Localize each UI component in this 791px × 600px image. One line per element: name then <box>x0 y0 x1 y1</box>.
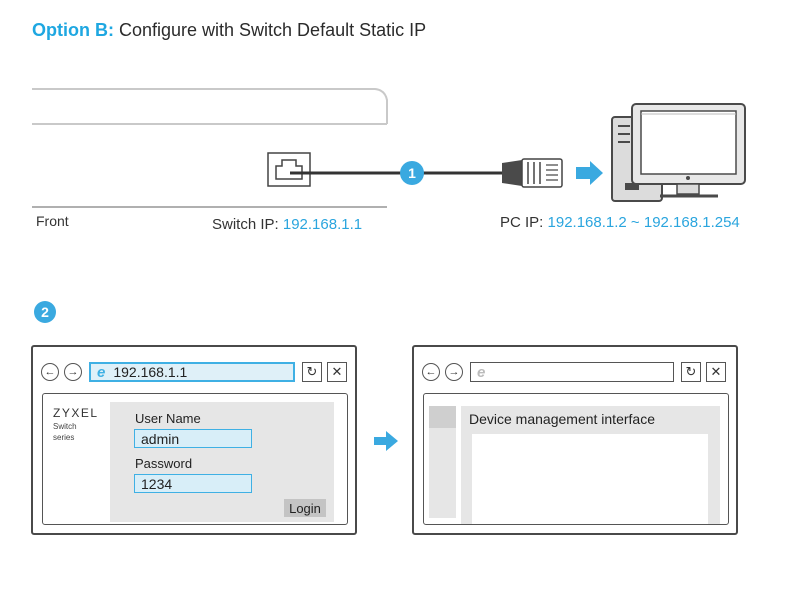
front-label: Front <box>36 213 69 229</box>
close-icon[interactable]: ✕ <box>327 362 347 382</box>
arrow-right-icon <box>374 431 398 451</box>
ethernet-port-icon <box>267 152 311 187</box>
title-text: Configure with Switch Default Static IP <box>113 20 427 40</box>
back-icon[interactable]: ← <box>422 363 440 381</box>
title-option: Option B: <box>32 20 114 40</box>
page-title: Option B: Configure with Switch Default … <box>32 20 426 41</box>
username-field[interactable]: admin <box>134 429 252 448</box>
switch-ip-label: Switch IP: 192.168.1.1 <box>212 216 362 233</box>
forward-icon[interactable]: → <box>64 363 82 381</box>
pc-ip-value: 192.168.1.2 ~ 192.168.1.254 <box>547 214 740 231</box>
side-menu <box>429 406 456 518</box>
password-field[interactable]: 1234 <box>134 474 252 493</box>
login-form-panel: User Name admin Password 1234 Login <box>110 402 334 522</box>
ethernet-plug-icon <box>502 158 563 188</box>
arrow-right-icon <box>576 161 603 185</box>
brand-sub-switch: Switch <box>53 422 77 431</box>
pc-ip-label: PC IP: 192.168.1.2 ~ 192.168.1.254 <box>500 214 740 231</box>
back-icon[interactable]: ← <box>41 363 59 381</box>
refresh-icon[interactable]: ↻ <box>681 362 701 382</box>
login-button[interactable]: Login <box>284 499 326 517</box>
password-label: Password <box>135 456 193 471</box>
step-2-badge: 2 <box>34 301 56 323</box>
switch-ip-caption: Switch IP: <box>212 216 283 233</box>
step-1-number: 1 <box>408 165 416 181</box>
ie-icon: e <box>97 363 106 381</box>
switch-front-panel <box>32 88 388 208</box>
address-bar[interactable]: e 192.168.1.1 <box>89 362 295 382</box>
refresh-icon[interactable]: ↻ <box>302 362 322 382</box>
switch-ip-value: 192.168.1.1 <box>282 216 363 233</box>
connection-diagram: 1 <box>32 88 746 208</box>
desktop-pc-icon <box>611 103 746 202</box>
close-icon[interactable]: ✕ <box>706 362 726 382</box>
content-area <box>472 434 708 524</box>
username-label: User Name <box>135 411 201 426</box>
management-heading: Device management interface <box>469 411 655 427</box>
address-text: 192.168.1.1 <box>113 364 188 380</box>
login-browser-window: ← → e 192.168.1.1 ↻ ✕ ZYXEL Switch serie… <box>31 345 357 535</box>
content-panel: Device management interface <box>461 406 720 524</box>
step-1-badge: 1 <box>400 161 424 185</box>
ie-icon: e <box>477 363 486 381</box>
zyxel-logo: ZYXEL <box>53 406 99 420</box>
pc-ip-caption: PC IP: <box>500 214 548 231</box>
forward-icon[interactable]: → <box>445 363 463 381</box>
login-page: ZYXEL Switch series User Name admin Pass… <box>42 393 348 525</box>
management-page: Device management interface <box>423 393 729 525</box>
brand-sub-series: series <box>53 433 75 442</box>
management-browser-window: ← → e ↻ ✕ Device management interface <box>412 345 738 535</box>
side-menu-item[interactable] <box>429 406 456 428</box>
address-bar[interactable]: e <box>470 362 674 382</box>
